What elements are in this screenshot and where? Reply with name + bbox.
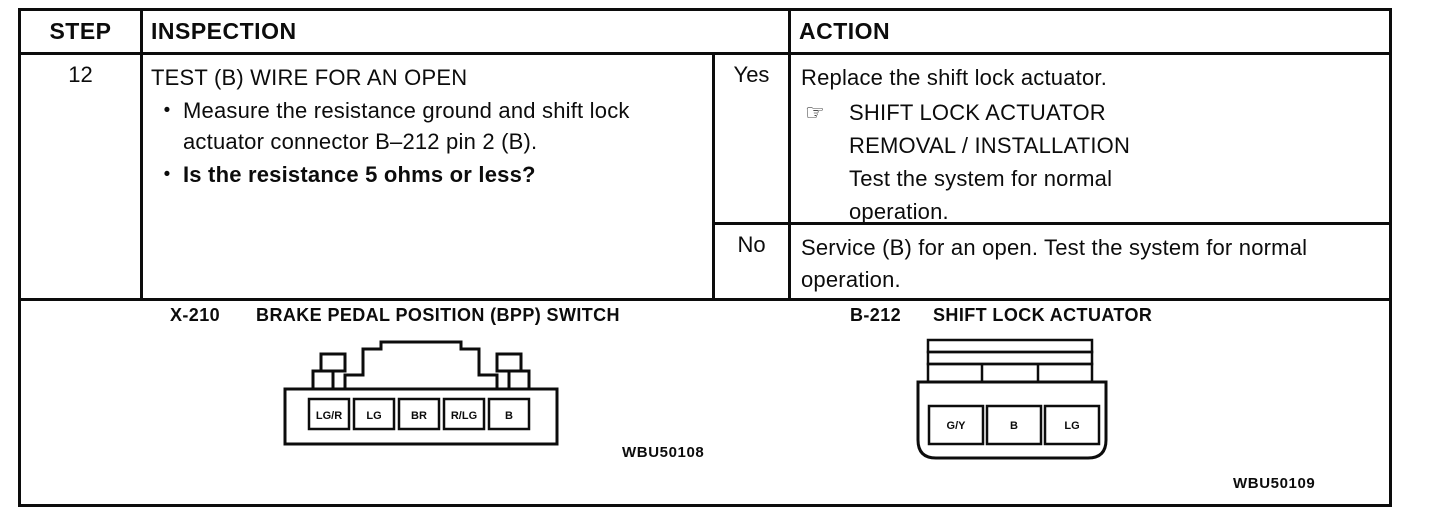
left-connector-id: X-210	[170, 305, 221, 325]
reference-line-2: REMOVAL / INSTALLATION	[849, 133, 1131, 158]
no-action-text: Service (B) for an open. Test the system…	[801, 235, 1308, 292]
reference-lines: SHIFT LOCK ACTUATOR REMOVAL / INSTALLATI…	[849, 96, 1130, 228]
pin-label: B	[1010, 420, 1018, 432]
note-line-2: operation.	[849, 199, 949, 224]
pin-label: B	[505, 410, 513, 422]
left-connector-name: BRAKE PEDAL POSITION (BPP) SWITCH	[256, 305, 620, 325]
pin-label: LG/R	[316, 410, 342, 422]
pin-label: LG	[366, 410, 381, 422]
bullet-icon: •	[163, 164, 171, 185]
figure-code-left: WBU50108	[622, 444, 705, 461]
figure-code-right: WBU50109	[1233, 475, 1316, 492]
inspection-bullet-row-2: • Is the resistance 5 ohms or less?	[151, 159, 704, 190]
yes-label: Yes	[715, 55, 791, 222]
table-header-row: STEP INSPECTION ACTION	[21, 11, 1389, 55]
left-connector-label: X-210 BRAKE PEDAL POSITION (BPP) SWITCH	[170, 305, 620, 326]
pin-label: G/Y	[947, 420, 967, 432]
inspection-bullet-2: Is the resistance 5 ohms or less?	[183, 162, 536, 187]
no-action-cell: Service (B) for an open. Test the system…	[791, 225, 1389, 298]
connector-diagrams: X-210 BRAKE PEDAL POSITION (BPP) SWITCH …	[21, 301, 1389, 504]
yes-action-row: Yes Replace the shift lock actuator. ☞ S…	[715, 55, 1389, 225]
header-step: STEP	[21, 11, 143, 52]
troubleshooting-figure: STEP INSPECTION ACTION 12 TEST (B) WIRE …	[18, 8, 1392, 507]
yes-action-line-1: Replace the shift lock actuator.	[801, 65, 1108, 90]
reference-line-1: SHIFT LOCK ACTUATOR	[849, 100, 1106, 125]
no-action-row: No Service (B) for an open. Test the sys…	[715, 225, 1389, 298]
note-line-1: Test the system for normal	[849, 166, 1113, 191]
header-action: ACTION	[799, 18, 891, 44]
header-inspection: INSPECTION	[143, 11, 791, 52]
inspection-bullet-row-1: • Measure the resistance ground and shif…	[151, 95, 704, 157]
pin-label: LG	[1064, 420, 1079, 432]
shift-lock-actuator-connector-diagram: G/Y B LG	[916, 338, 1108, 460]
action-cells: Yes Replace the shift lock actuator. ☞ S…	[715, 55, 1389, 298]
pointing-hand-icon: ☞	[805, 100, 825, 125]
bpp-switch-connector-diagram: LG/R LG BR R/LG B	[283, 340, 559, 446]
table-row: 12 TEST (B) WIRE FOR AN OPEN • Measure t…	[21, 55, 1389, 301]
inspection-cell: TEST (B) WIRE FOR AN OPEN • Measure the …	[143, 55, 715, 298]
right-connector-id: B-212	[850, 305, 902, 325]
pin-label: BR	[411, 410, 427, 422]
right-connector-name: SHIFT LOCK ACTUATOR	[933, 305, 1153, 325]
inspection-title: TEST (B) WIRE FOR AN OPEN	[151, 65, 468, 90]
no-label: No	[715, 225, 791, 298]
pin-label: R/LG	[451, 410, 477, 422]
yes-action-cell: Replace the shift lock actuator. ☞ SHIFT…	[791, 55, 1389, 224]
step-number: 12	[21, 55, 143, 298]
inspection-bullet-1: Measure the resistance ground and shift …	[183, 98, 630, 154]
reference-row: ☞ SHIFT LOCK ACTUATOR REMOVAL / INSTALLA…	[801, 96, 1379, 228]
bullet-icon: •	[163, 100, 171, 121]
right-connector-label: B-212 SHIFT LOCK ACTUATOR	[850, 305, 1152, 326]
